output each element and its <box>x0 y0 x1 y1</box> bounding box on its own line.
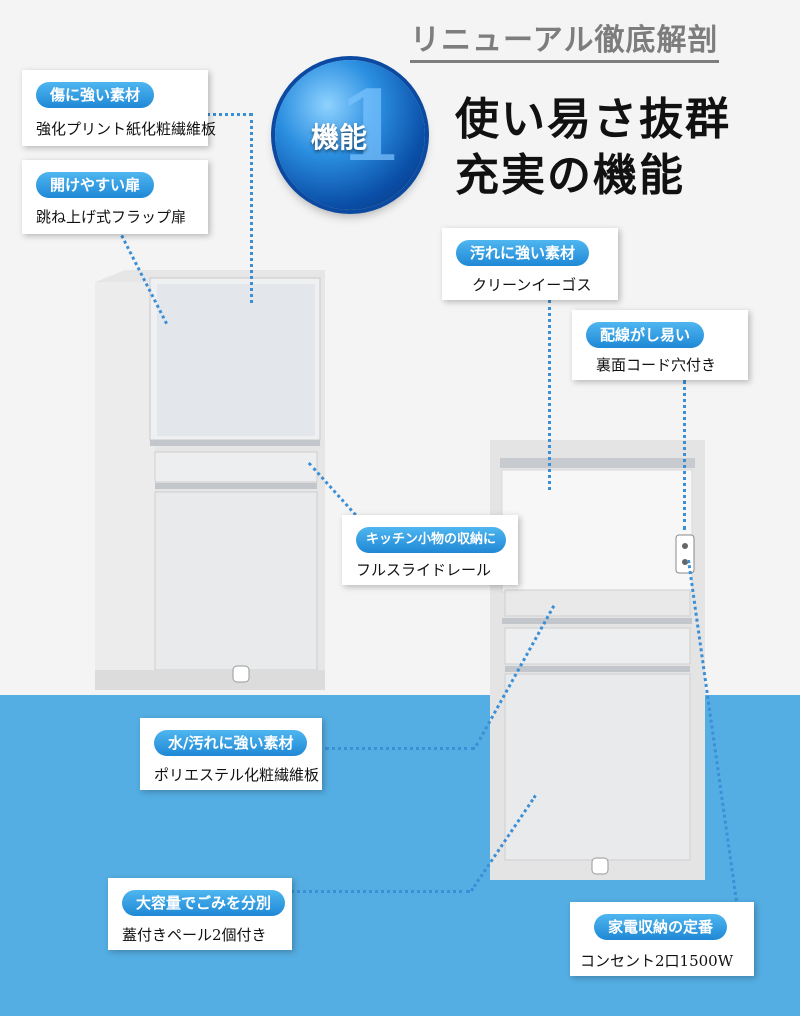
callout-tag: 配線がし易い <box>586 322 705 348</box>
callout-text: ポリエステル化粧繊維板 <box>154 766 320 784</box>
callout-water-resistant: 水/汚れに強い素材 ポリエステル化粧繊維板 <box>140 718 322 790</box>
callout-wiring: 配線がし易い 裏面コード穴付き <box>572 310 748 380</box>
callout-text: コンセント2口1500W <box>580 952 734 970</box>
callout-text: 跳ね上げ式フラップ扉 <box>36 208 187 226</box>
callout-text: 強化プリント紙化粧繊維板 <box>36 120 217 138</box>
callout-trash-bins: 大容量でごみを分別 蓋付きペール2個付き <box>108 878 292 950</box>
callout-tag: 開けやすい扉 <box>36 172 155 198</box>
headline: 使い易さ抜群 充実の機能 <box>455 92 731 204</box>
callout-scratch-resistant: 傷に強い素材 強化プリント紙化粧繊維板 <box>22 70 216 146</box>
leader-line <box>683 380 686 530</box>
callout-outlet: 家電収納の定番 コンセント2口1500W <box>570 902 754 976</box>
callout-tag: 家電収納の定番 <box>594 914 728 940</box>
closed-cabinet-image <box>95 270 325 690</box>
callout-tag: 汚れに強い素材 <box>456 240 590 266</box>
callout-tag: 水/汚れに強い素材 <box>154 730 308 756</box>
callout-text: クリーンイーゴス <box>472 276 592 294</box>
headline-line2: 充実の機能 <box>455 150 685 201</box>
leader-line <box>325 747 475 750</box>
callout-text: 蓋付きペール2個付き <box>122 926 267 944</box>
callout-stain-resistant: 汚れに強い素材 クリーンイーゴス <box>442 228 618 300</box>
callout-tag: 大容量でごみを分別 <box>122 890 286 916</box>
callout-slide-rail: キッチン小物の収納に フルスライドレール <box>342 515 518 585</box>
callout-text: 裏面コード穴付き <box>596 356 717 374</box>
leader-line <box>250 113 253 303</box>
callout-tag: キッチン小物の収納に <box>356 527 507 553</box>
callout-text: フルスライドレール <box>356 561 492 579</box>
badge-label: 機能 <box>311 121 368 154</box>
callout-tag: 傷に強い素材 <box>36 82 155 108</box>
section-title: リニューアル徹底解剖 <box>410 22 719 63</box>
leader-line <box>548 300 551 490</box>
leader-line <box>290 890 470 893</box>
badge-number: 1 <box>337 70 404 183</box>
open-cabinet-image <box>490 440 705 880</box>
headline-line1: 使い易さ抜群 <box>455 94 731 145</box>
feature-badge: 1 機能 <box>275 60 425 210</box>
callout-easy-door: 開けやすい扉 跳ね上げ式フラップ扉 <box>22 160 208 234</box>
leader-line <box>207 113 252 116</box>
